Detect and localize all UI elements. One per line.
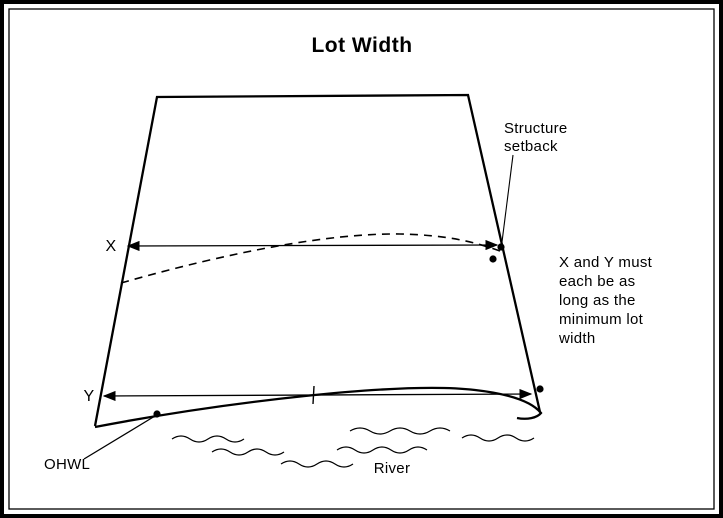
y-right-end-dot — [536, 385, 544, 393]
water-wave-icon — [336, 446, 428, 454]
x-dimension-arrow — [126, 239, 499, 252]
ohwl-leader-line — [83, 415, 156, 460]
y-midpoint-tick — [312, 385, 315, 405]
ohwl-label: OHWL — [44, 456, 90, 473]
minimum-width-note: X and Y must each be as long as the mini… — [558, 254, 653, 347]
minimum-width-note-line4: minimum lot — [559, 311, 644, 328]
structure-setback-label: Structure setback — [504, 120, 568, 155]
x-right-end-dot — [489, 255, 497, 263]
x-dimension-label: X — [106, 238, 117, 255]
minimum-width-note-line2: each be as — [559, 273, 635, 290]
diagram-title: Lot Width — [311, 34, 412, 57]
y-dimension-label: Y — [84, 388, 95, 405]
structure-setback-label-line1: Structure — [504, 120, 568, 137]
water-wave-icon — [280, 460, 354, 468]
water-wave-icon — [211, 448, 285, 456]
water-wave-icon — [171, 435, 245, 443]
y-dimension-arrow — [102, 388, 533, 402]
structure-setback-label-line2: setback — [504, 138, 558, 155]
minimum-width-note-line5: width — [558, 330, 596, 347]
minimum-width-note-line3: long as the — [559, 292, 636, 309]
lot-boundary — [93, 93, 542, 427]
setback-point-dot — [497, 243, 505, 251]
structure-setback-line — [120, 233, 501, 284]
water-wave-icon — [461, 434, 535, 442]
ohwl-dot — [153, 410, 161, 418]
river-label: River — [374, 460, 411, 477]
inner-border — [8, 8, 715, 510]
minimum-width-note-line1: X and Y must — [559, 254, 653, 271]
water-wave-icon — [349, 427, 451, 435]
setback-leader-line — [501, 154, 514, 243]
